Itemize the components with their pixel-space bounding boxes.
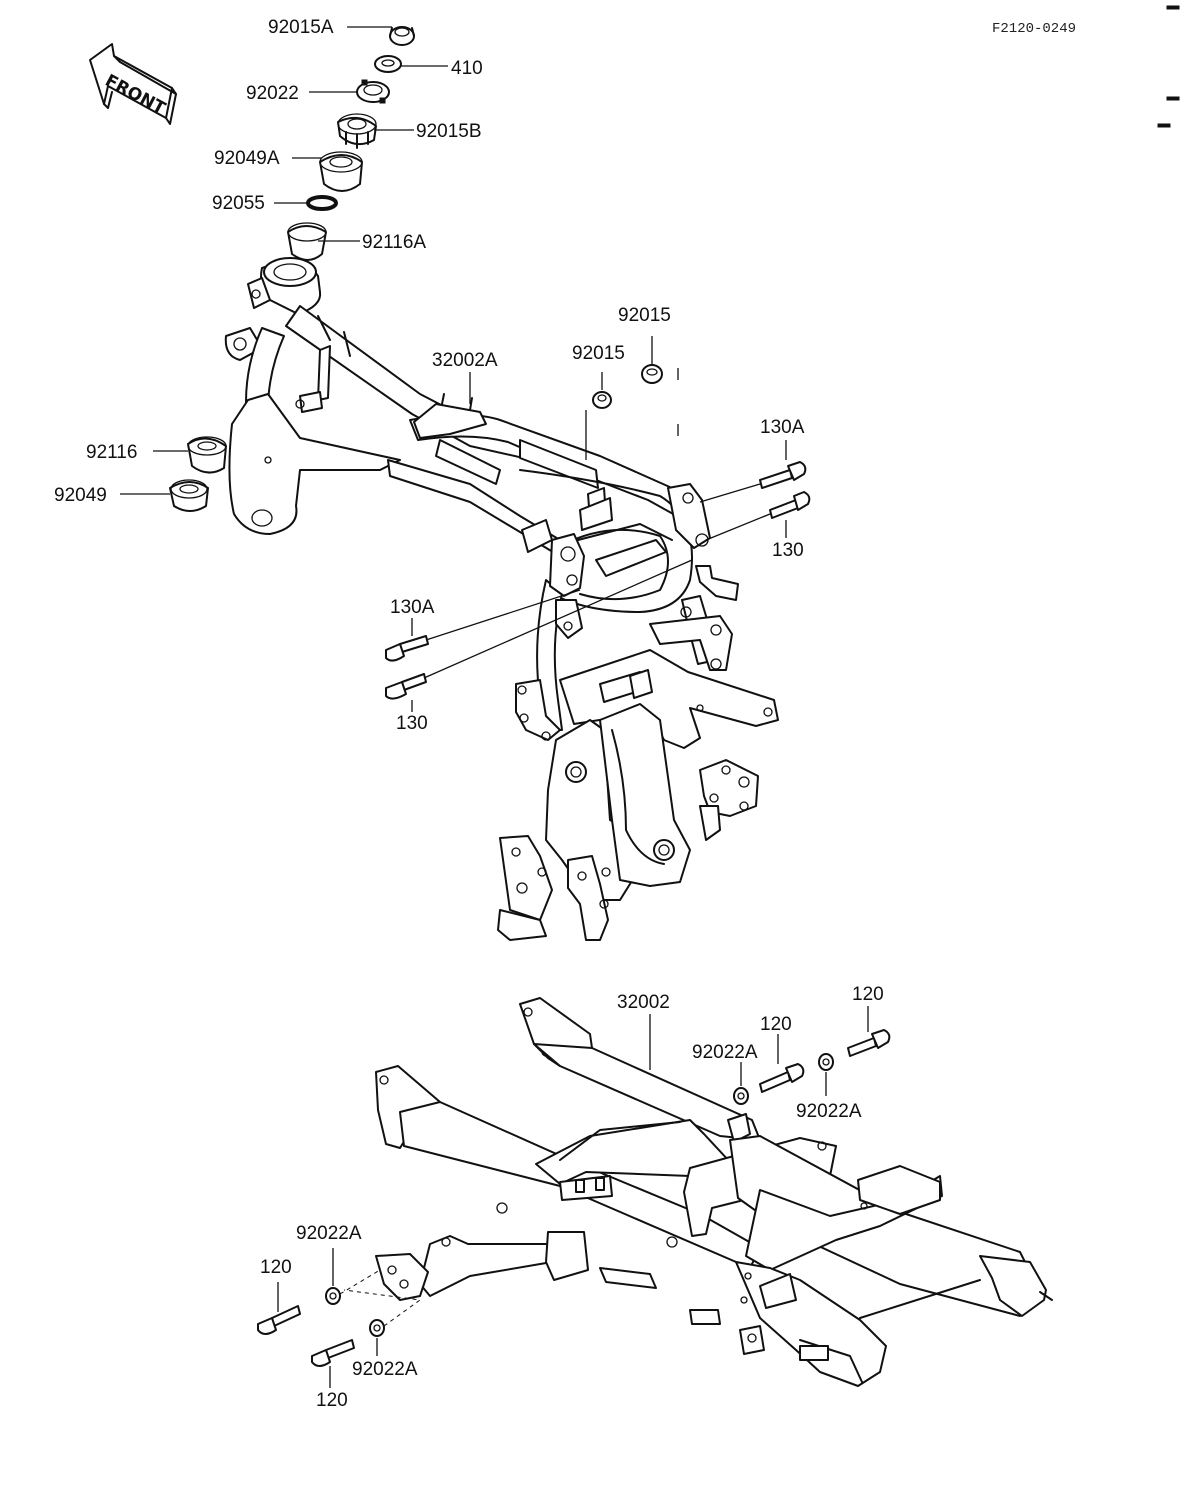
washer-icon <box>369 1319 385 1337</box>
lower-left-fasteners <box>257 1248 422 1388</box>
washer-icon <box>325 1287 341 1305</box>
callout-92022A-left-bottom: 92022A <box>352 1359 418 1380</box>
callout-130-left: 130 <box>396 713 428 734</box>
callout-120-top-right: 120 <box>852 984 884 1005</box>
callout-410: 410 <box>451 58 483 79</box>
callout-130A-right: 130A <box>760 417 805 438</box>
castle-nut-icon <box>337 113 377 149</box>
bolt-icon <box>705 491 811 541</box>
lower-right-fasteners <box>649 1006 891 1105</box>
stem-nut-icon <box>389 26 415 46</box>
lock-washer-icon <box>356 79 390 104</box>
callout-92015-upper: 92015 <box>618 305 671 326</box>
callout-130A-left: 130A <box>390 597 435 618</box>
callout-92116A: 92116A <box>362 232 426 253</box>
mount-nuts <box>585 336 679 460</box>
callout-120-bottom: 120 <box>316 1390 348 1411</box>
callout-92022A-right: 92022A <box>796 1101 862 1122</box>
hex-nut-icon <box>592 391 612 409</box>
callout-92015-lower: 92015 <box>572 343 625 364</box>
callout-120-mid-right: 120 <box>760 1014 792 1035</box>
callout-92015B: 92015B <box>416 121 482 142</box>
callout-labels: 92015A 410 92022 92015B 92049A 92055 921… <box>54 17 884 1411</box>
steering-stem-parts <box>287 26 415 261</box>
callout-130-right: 130 <box>772 540 804 561</box>
washer-icon <box>374 55 402 73</box>
callout-120-left: 120 <box>260 1257 292 1278</box>
washer-icon <box>818 1053 834 1071</box>
washer-icon <box>733 1087 749 1105</box>
callout-92116: 92116 <box>86 442 137 463</box>
front-direction-arrow: FRONT <box>89 43 177 125</box>
lower-bearing-icon <box>169 479 209 512</box>
upper-frame-32002A <box>224 257 779 941</box>
callout-92015A-top: 92015A <box>268 17 334 38</box>
bolt-icon <box>847 1029 891 1057</box>
callout-92022A-mid: 92022A <box>692 1042 758 1063</box>
callout-92055: 92055 <box>212 193 265 214</box>
margin-marks <box>1157 5 1180 128</box>
callout-92049: 92049 <box>54 485 107 506</box>
bolt-icon <box>699 461 807 503</box>
hex-nut-icon <box>641 364 663 384</box>
leader-lines-top <box>120 26 448 495</box>
bolt-icon <box>385 589 581 662</box>
mount-bolts-left <box>385 559 693 712</box>
callout-92049A: 92049A <box>214 148 280 169</box>
callout-32002A: 32002A <box>432 350 498 371</box>
upper-bearing-icon <box>319 151 363 192</box>
bolt-icon <box>759 1063 805 1093</box>
callout-32002: 32002 <box>617 992 670 1013</box>
lower-frame-32002 <box>375 997 1053 1387</box>
bolt-icon <box>311 1339 355 1367</box>
mount-bolts-right <box>699 440 811 541</box>
callout-92022: 92022 <box>246 83 299 104</box>
drawing-reference-code: F2120-0249 <box>992 21 1076 37</box>
callout-92022A-left-top: 92022A <box>296 1223 362 1244</box>
bolt-icon <box>385 559 693 700</box>
bolt-icon <box>257 1305 301 1335</box>
lower-race-icon <box>187 436 227 474</box>
o-ring-icon <box>306 195 338 211</box>
